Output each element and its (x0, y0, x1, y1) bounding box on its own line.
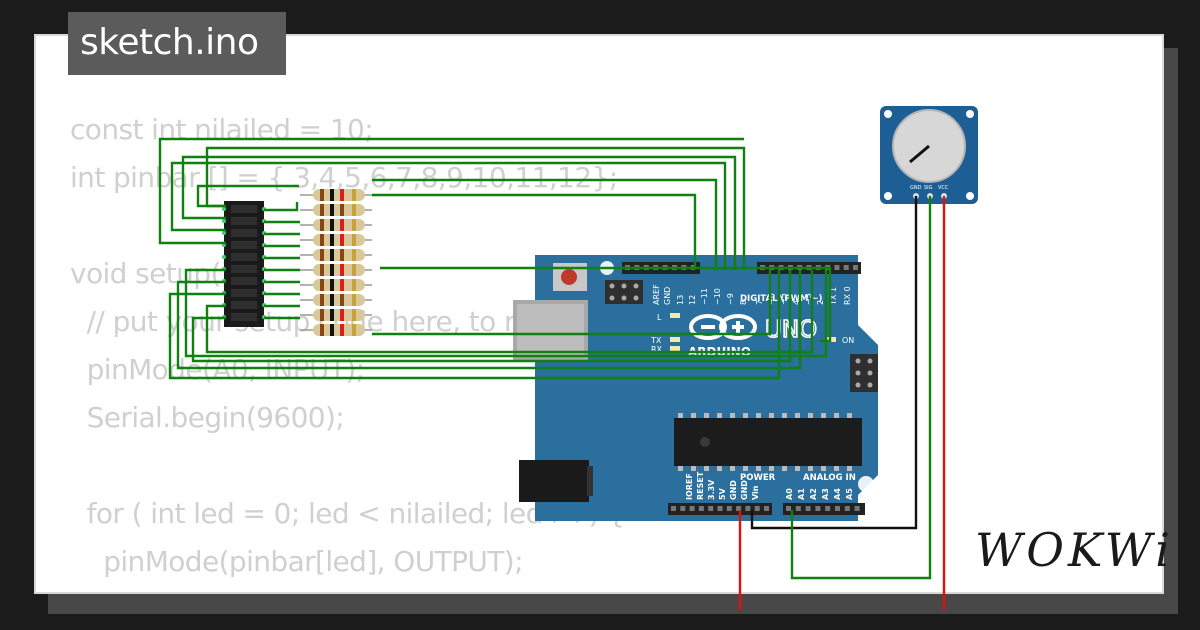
file-name-label: sketch.ino (80, 22, 259, 63)
wire (184, 268, 828, 358)
code-line: int pinbar [] = { 3,4,5,6,7,8,9,10,11,12… (70, 161, 618, 194)
led-tx-label: TX (650, 336, 662, 345)
analog-pin-label: A3 (821, 488, 830, 500)
wire (372, 193, 697, 270)
digital-pin-label: 13 (676, 295, 685, 305)
led-segment (231, 277, 257, 285)
led-segment (231, 265, 257, 273)
code-background: const int nilailed = 10; int pinbar [] = … (70, 106, 632, 592)
wire (191, 270, 792, 363)
digital-header-label: DIGITAL (PWM ~) (740, 294, 822, 304)
led-segment (231, 229, 257, 237)
analog-pin-label: A5 (845, 488, 854, 500)
led-segment (231, 289, 257, 297)
led-segment (231, 313, 257, 321)
digital-pin-label: ~5 (779, 293, 788, 305)
digital-pin-label: 7 (755, 300, 764, 305)
digital-pin-label: ~10 (713, 288, 722, 305)
on-led-label: ON (842, 336, 854, 345)
led-rx-label: RX (651, 345, 663, 354)
analog-pin-label: A2 (809, 488, 818, 500)
power-pin-label: 5V (718, 487, 727, 500)
power-pin-label: 3.3V (707, 479, 716, 500)
led-segment (231, 205, 257, 213)
digital-pin-label: RX 0 (843, 286, 852, 305)
digital-pin-label: 4 (792, 300, 801, 305)
led-segment (231, 301, 257, 309)
digital-pin-label: ~3 (804, 293, 813, 305)
analog-header-label: ANALOG IN (803, 473, 856, 483)
arduino-uno-board[interactable]: UNO ARDUINO DIGITAL (PWM ~) POWER ANALOG… (513, 255, 878, 521)
power-pin-label: Vin (751, 485, 760, 500)
power-pin-label: RESET (696, 471, 705, 500)
power-jack (519, 460, 589, 502)
digital-pin-label: 2 (816, 300, 825, 305)
wire (158, 137, 744, 245)
wokwi-logo: WOKWi (975, 523, 1174, 577)
pot-pin-label: VCC (938, 185, 949, 191)
analog-pin-label: A0 (785, 488, 794, 500)
wire (750, 196, 918, 530)
wire (181, 155, 737, 270)
analog-pin-label: A1 (797, 488, 806, 500)
arduino-logo-icon (689, 314, 757, 340)
power-pin-label: IOREF (685, 473, 694, 500)
wire (372, 178, 718, 270)
digital-pin-label: TX 1 (829, 287, 838, 306)
led-segment (231, 241, 257, 249)
digital-pin-label: ~11 (700, 288, 709, 305)
led-l-label: L (657, 313, 662, 322)
power-pin-label: GND (740, 480, 749, 500)
digital-pin-label: ~9 (726, 293, 735, 305)
wire (168, 270, 781, 380)
resistor-array[interactable] (300, 189, 372, 336)
digital-pin-label: 8 (739, 300, 748, 305)
led-bar-graph[interactable] (222, 201, 266, 327)
wire (205, 270, 814, 354)
wire (170, 161, 727, 270)
digital-pin-label: GND (663, 287, 672, 305)
power-header-label: POWER (740, 473, 776, 483)
analog-pin-label: A4 (833, 488, 842, 500)
wire (264, 202, 299, 212)
wire (790, 196, 932, 580)
file-name-tab (68, 12, 286, 75)
code-line: const int nilailed = 10; (70, 113, 374, 146)
digital-pin-label: ~6 (767, 293, 776, 305)
led-segment (231, 217, 257, 225)
pot-pin-label: SIG (924, 185, 933, 191)
wire (372, 270, 772, 336)
led-segment (231, 253, 257, 261)
code-line: pinMode(A0, INPUT); (70, 353, 366, 386)
analog-header (783, 503, 865, 515)
code-line: Serial.begin(9600); (70, 401, 345, 434)
digital-pin-label: AREF (652, 284, 661, 305)
pot-pin-label: GND (910, 185, 922, 191)
digital-pin-label: 12 (688, 295, 697, 305)
code-line: pinMode(pinbar[led], OUTPUT); (70, 545, 523, 578)
wires (158, 137, 946, 610)
power-pin-label: GND (729, 480, 738, 500)
wire (176, 270, 802, 370)
wire (196, 184, 299, 208)
